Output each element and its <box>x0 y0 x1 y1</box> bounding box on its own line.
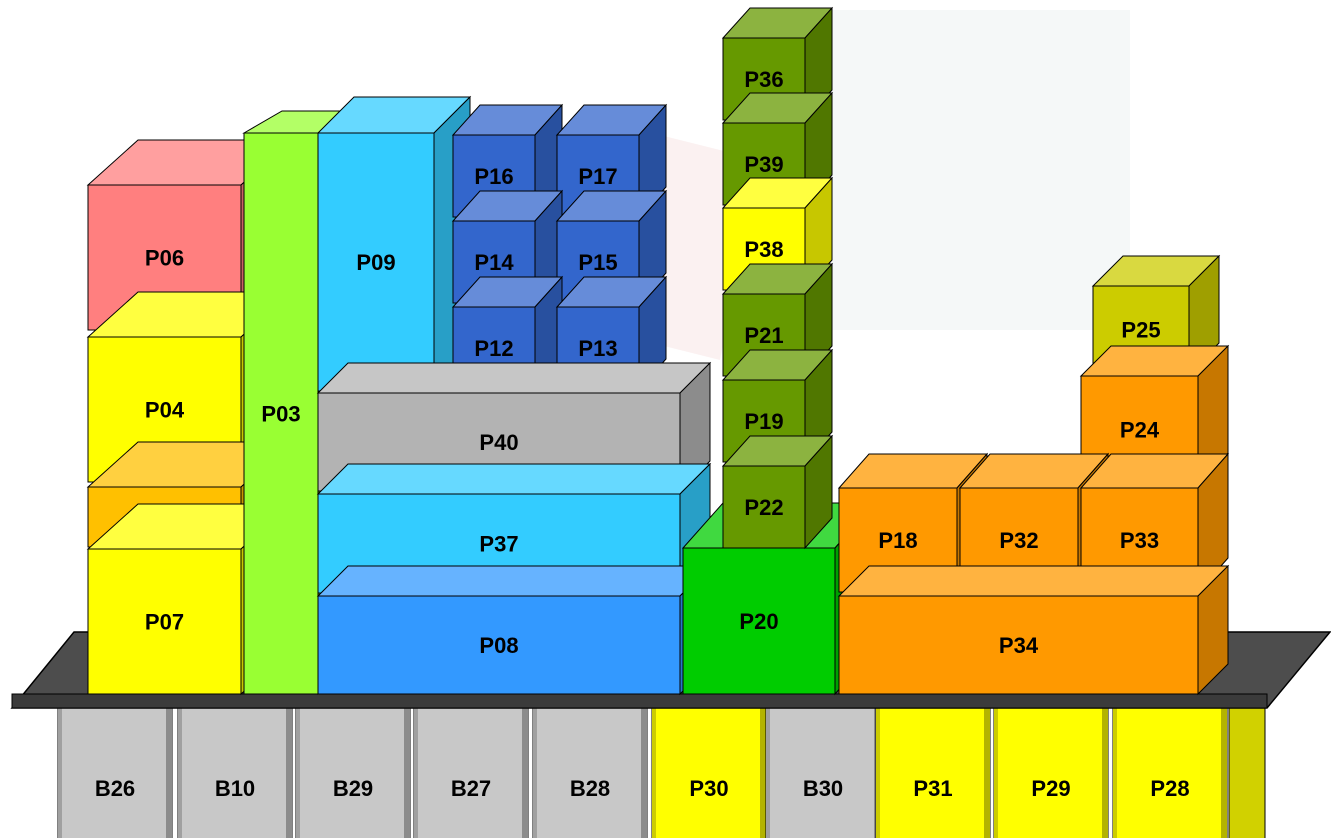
base-block: P29 <box>994 706 1108 838</box>
base-block-shade <box>1113 706 1117 838</box>
block-label: P09 <box>356 250 395 275</box>
base-block-shade <box>1102 706 1108 838</box>
base-block-body <box>58 706 172 838</box>
block-label: P15 <box>578 250 617 275</box>
block-top-face <box>318 566 710 596</box>
block-label: P34 <box>999 633 1039 658</box>
base-block: B26 <box>58 706 172 838</box>
base-block-label: P31 <box>913 776 952 801</box>
base-block-body <box>178 706 292 838</box>
block-label: P20 <box>739 609 778 634</box>
base-block: P31 <box>876 706 990 838</box>
base-block-shade <box>984 706 990 838</box>
base-block-shade <box>178 706 182 838</box>
base-block-shade <box>876 706 880 838</box>
base-block-side <box>1229 706 1265 838</box>
base-block-label: B10 <box>215 776 255 801</box>
base-block-label: B30 <box>803 776 843 801</box>
block-label: P14 <box>474 250 514 275</box>
base-block-label: B29 <box>333 776 373 801</box>
base-block: B27 <box>414 706 528 838</box>
block-label: P08 <box>479 633 518 658</box>
base-block-label: P28 <box>1150 776 1189 801</box>
block-label: P22 <box>744 495 783 520</box>
base-block: B29 <box>296 706 410 838</box>
base-block-shade <box>994 706 998 838</box>
block-p22: P22 <box>723 436 832 548</box>
block-label: P39 <box>744 152 783 177</box>
block-top-face <box>318 363 710 393</box>
block-label: P16 <box>474 164 513 189</box>
base-block-shade <box>414 706 418 838</box>
block-label: P12 <box>474 336 513 361</box>
block-label: P03 <box>261 402 300 427</box>
block-label: P32 <box>999 528 1038 553</box>
base-block-label: B28 <box>570 776 610 801</box>
platform-front-edge <box>12 694 1267 708</box>
block-label: P33 <box>1120 528 1159 553</box>
base-block-label: B26 <box>95 776 135 801</box>
block-label: P04 <box>145 398 185 423</box>
base-block-shade <box>404 706 410 838</box>
block-label: P25 <box>1121 318 1160 343</box>
base-block-shade <box>286 706 292 838</box>
block-label: P37 <box>479 532 518 557</box>
base-block-shade <box>296 706 300 838</box>
block-label: P17 <box>578 164 617 189</box>
base-block: P28 <box>1113 706 1227 838</box>
base-block-label: P30 <box>689 776 728 801</box>
block-label: P19 <box>744 409 783 434</box>
block-label: P21 <box>744 323 783 348</box>
block-label: P40 <box>479 430 518 455</box>
base-block: P30 <box>652 706 766 838</box>
base-block-body <box>652 706 766 838</box>
base-row: B26 B10 B29 B27 B28 P30 B30 P31 P29 P28 <box>58 706 1265 838</box>
block-p08: P08 <box>318 566 710 694</box>
base-block-shade <box>58 706 62 838</box>
block-label: P13 <box>578 336 617 361</box>
block-p34: P34 <box>839 566 1228 694</box>
base-block-shade <box>766 706 770 838</box>
base-block-body <box>994 706 1108 838</box>
base-block-label: B27 <box>451 776 491 801</box>
base-block-label: P29 <box>1031 776 1070 801</box>
base-block-shade <box>760 706 766 838</box>
block-label: P07 <box>145 610 184 635</box>
base-block: B28 <box>533 706 647 838</box>
block-p09: P09 <box>318 97 470 391</box>
block-top-face <box>839 566 1228 596</box>
base-block-shade <box>641 706 647 838</box>
base-block-body <box>414 706 528 838</box>
block-label: P38 <box>744 237 783 262</box>
base-block: B30 <box>766 706 880 838</box>
base-block-body <box>876 706 990 838</box>
base-block: B10 <box>178 706 292 838</box>
base-block-shade <box>166 706 172 838</box>
base-block-shade <box>1221 706 1227 838</box>
base-block-shade <box>652 706 656 838</box>
base-block-body <box>1113 706 1227 838</box>
base-block-shade <box>522 706 528 838</box>
block-top-face <box>318 464 710 494</box>
base-block-body <box>766 706 880 838</box>
base-block-body <box>533 706 647 838</box>
block-label: P18 <box>878 528 917 553</box>
base-block-body <box>296 706 410 838</box>
block-label: P36 <box>744 67 783 92</box>
block-label: P24 <box>1120 418 1160 443</box>
block-label: P06 <box>145 246 184 271</box>
base-block-shade <box>533 706 537 838</box>
